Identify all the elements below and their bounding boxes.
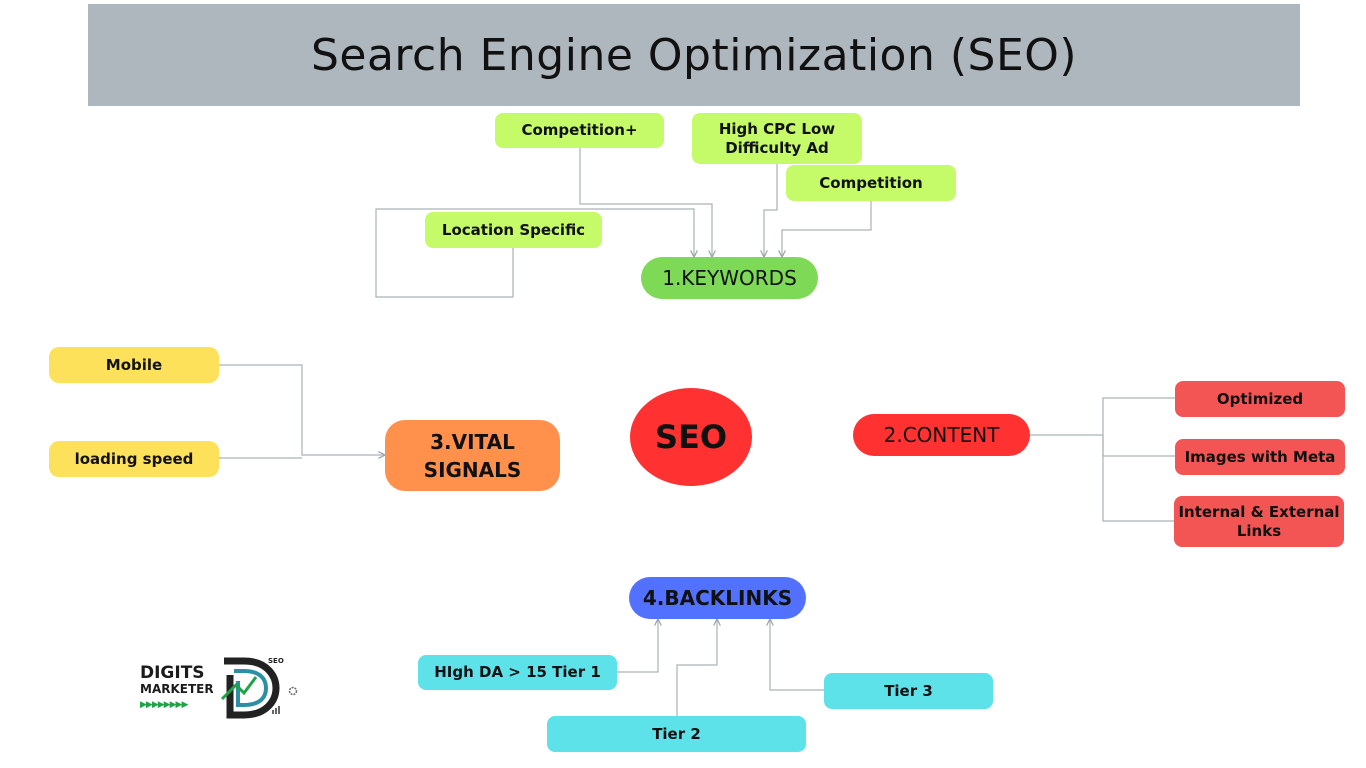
node-seo-center: SEO [630,388,752,486]
node-loading-speed: loading speed [49,441,219,477]
connector-high-cpc [764,164,778,256]
node-images-with-meta: Images with Meta [1175,439,1345,475]
connector-location-specific [375,208,694,298]
logo-text-digits: DIGITS [140,663,205,683]
connector-tier1 [617,620,658,673]
node-content: 2.CONTENT [853,414,1030,456]
logo-arrows: ▶▶▶▶▶▶▶▶ [140,700,188,710]
node-high-cpc-low-difficulty: High CPC Low Difficulty Ad [692,113,862,164]
node-competition: Competition [786,165,956,201]
node-backlinks: 4.BACKLINKS [629,577,806,619]
node-competition-plus: Competition+ [495,113,664,148]
connector-tier3 [770,620,824,691]
connector-internal-links [1102,435,1175,522]
title-bar: Search Engine Optimization (SEO) [88,4,1300,106]
logo-gear-icon [288,686,298,696]
connector-tier2 [676,620,717,716]
logo-text-marketer: MARKETER [140,682,214,696]
node-optimized: Optimized [1175,381,1345,417]
node-internal-external-links: Internal & External Links [1174,496,1344,547]
connector-mobile [218,364,384,455]
digits-marketer-logo: DIGITS MARKETER ▶▶▶▶▶▶▶▶ SEO [138,655,303,720]
node-vital-signals: 3.VITAL SIGNALS [385,420,560,491]
logo-d-mark-icon [220,657,280,719]
node-tier-1: HIgh DA > 15 Tier 1 [418,655,617,690]
logo-seo-badge: SEO [268,657,284,665]
node-tier-2: Tier 2 [547,716,806,752]
node-mobile: Mobile [49,347,219,383]
logo-chart-icon [272,706,280,714]
node-location-specific: Location Specific [425,212,602,248]
connector-competition-plus [579,148,712,256]
page-title: Search Engine Optimization (SEO) [310,29,1078,81]
node-keywords: 1.KEYWORDS [641,257,818,299]
node-tier-3: Tier 3 [824,673,993,709]
connector-competition [782,200,872,256]
connector-images-meta [1102,435,1175,457]
connector-optimized [1030,397,1175,436]
